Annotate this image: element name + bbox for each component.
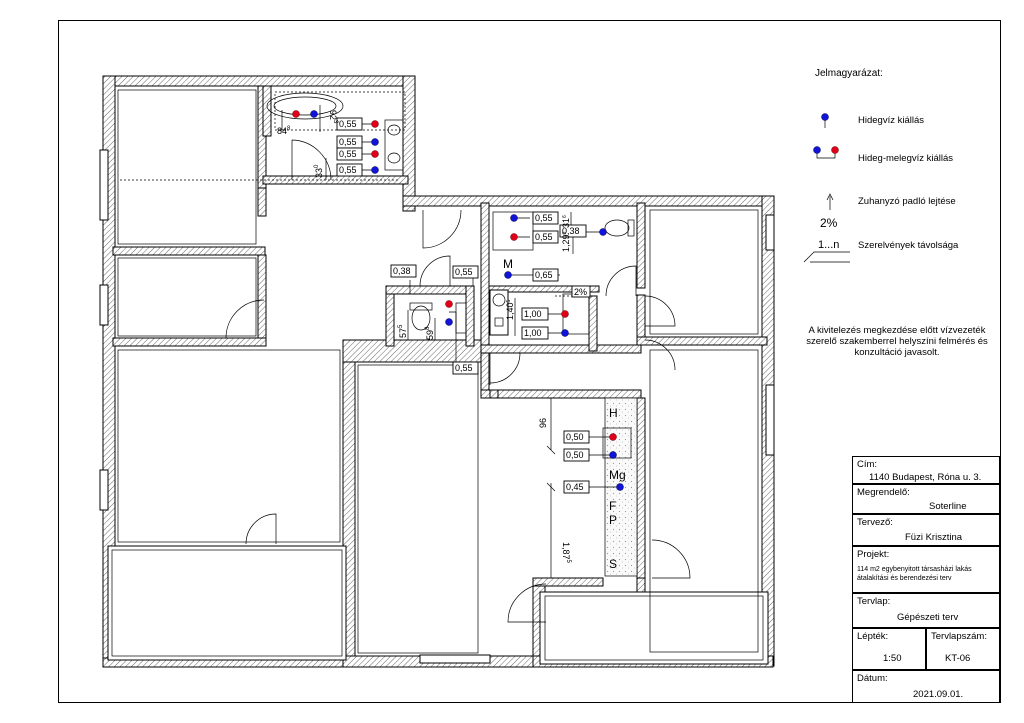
cold-outlet bbox=[445, 318, 453, 326]
kitchen-tag-1: 0,50 bbox=[566, 432, 584, 442]
utility-dim-129: 1,290 bbox=[561, 231, 571, 252]
plan-texts: 0,55 0,55 0,55 0,55 848 923 330 0,38 0,5… bbox=[277, 110, 626, 571]
scale-label: Lépték: bbox=[857, 631, 889, 642]
slope-arrow-icon bbox=[826, 193, 834, 210]
bath-tag-3: 0,55 bbox=[339, 149, 357, 159]
legend-cold-label: Hidegvíz kiállás bbox=[858, 115, 924, 126]
bath-tag-4: 0,55 bbox=[339, 165, 357, 175]
date-label: Dátum: bbox=[857, 673, 888, 684]
kitchen-letter-p: P bbox=[609, 513, 617, 527]
utility-tag-5: 1,00 bbox=[524, 309, 542, 319]
utility-tag-1: 0,55 bbox=[535, 213, 553, 223]
utility-tag-6: 1,00 bbox=[524, 328, 542, 338]
utility-dim-140: 1,405 bbox=[505, 299, 515, 320]
legend-cold-dot bbox=[813, 146, 821, 154]
sheet-number-value: KT-06 bbox=[945, 653, 971, 664]
pipe-outlets bbox=[292, 110, 624, 491]
cold-outlet bbox=[510, 214, 518, 222]
legend-distance-value: 1...n bbox=[818, 239, 840, 251]
utility-tag-2: 0,55 bbox=[535, 232, 553, 242]
date-value: 2021.09.01. bbox=[913, 689, 964, 700]
wc-tag-1: 0,38 bbox=[393, 266, 411, 276]
wc-tag-2: 0,55 bbox=[455, 267, 473, 277]
cold-outlet bbox=[504, 271, 512, 279]
utility-tag-3: 0,38 bbox=[562, 226, 580, 236]
utility-room-letter: M bbox=[503, 257, 513, 271]
address-label: Cím: bbox=[857, 459, 878, 470]
walls bbox=[99, 75, 775, 668]
address-cell: Cím: 1140 Budapest, Róna u. 3. bbox=[852, 456, 1000, 484]
distance-dimension-icon bbox=[803, 251, 850, 263]
kitchen-letter-h: H bbox=[609, 406, 618, 420]
legend-title: Jelmagyarázat: bbox=[815, 68, 883, 79]
fixtures bbox=[266, 91, 638, 577]
hot-outlet bbox=[445, 300, 453, 308]
client-value: Soterline bbox=[929, 501, 967, 512]
wc-dim-57: 575 bbox=[398, 324, 408, 338]
utility-slope: 2% bbox=[574, 287, 587, 297]
hot-outlet bbox=[561, 310, 569, 318]
cold-outlet bbox=[609, 451, 617, 459]
scale-cell: Lépték: 1:50 bbox=[852, 628, 926, 670]
designer-cell: Tervező: Füzi Krisztina bbox=[852, 514, 1000, 546]
cold-outlet bbox=[371, 138, 379, 146]
kitchen-dim-187: 1,875 bbox=[561, 542, 571, 564]
interior-walls bbox=[112, 85, 768, 593]
wc-dim-59: 598 bbox=[425, 326, 435, 340]
legend-hot-dot bbox=[831, 146, 839, 154]
scale-value: 1:50 bbox=[883, 653, 902, 664]
cold-outlet bbox=[371, 166, 379, 174]
date-cell: Dátum: 2021.09.01. bbox=[852, 670, 1000, 703]
doors bbox=[225, 139, 691, 623]
bath-dim-33: 330 bbox=[314, 164, 324, 178]
bath-dim-92: 923 bbox=[328, 110, 338, 124]
sheet-label: Tervlap: bbox=[857, 596, 891, 607]
hot-outlet bbox=[510, 233, 518, 241]
legend-hot-cold-label: Hideg-melegvíz kiállás bbox=[858, 153, 954, 164]
utility-tag-4: 0,65 bbox=[535, 270, 553, 280]
cold-outlet bbox=[616, 483, 624, 491]
hot-outlet bbox=[371, 120, 379, 128]
hot-outlet bbox=[292, 110, 300, 118]
sheet-cell: Tervlap: Gépészeti terv bbox=[852, 593, 1000, 628]
installation-note: A kivitelezés megkezdése előtt vízvezeté… bbox=[806, 325, 988, 358]
designer-value: Füzi Krisztina bbox=[905, 532, 963, 543]
sheet-value: Gépészeti terv bbox=[897, 612, 959, 623]
bath-dim-84: 848 bbox=[277, 126, 291, 136]
legend-symbols bbox=[803, 113, 850, 263]
kitchen-tag-3: 0,45 bbox=[566, 482, 584, 492]
project-value: 114 m2 egybenyitott társasházi lakás áta… bbox=[857, 566, 972, 582]
kitchen-letter-mg: Mg bbox=[609, 468, 626, 482]
title-block: Cím: 1140 Budapest, Róna u. 3. Megrendel… bbox=[852, 456, 1000, 703]
bath-tag-2: 0,55 bbox=[339, 137, 357, 147]
cold-outlet bbox=[599, 228, 607, 236]
drawing-sheet-border bbox=[58, 20, 1001, 703]
project-label: Projekt: bbox=[857, 549, 890, 560]
project-cell: Projekt: 114 m2 egybenyitott társasházi … bbox=[852, 546, 1000, 593]
kitchen-tag-2: 0,50 bbox=[566, 450, 584, 460]
pipe-label-boxes bbox=[336, 117, 591, 494]
legend-distance-label: Szerelvények távolsága bbox=[858, 240, 959, 251]
designer-label: Tervező: bbox=[857, 517, 893, 528]
sheet-number-cell: Tervlapszám: KT-06 bbox=[926, 628, 1000, 670]
kitchen-letter-f: F bbox=[609, 499, 616, 513]
address-value: 1140 Budapest, Róna u. 3. bbox=[869, 472, 982, 483]
client-cell: Megrendelő: Soterline bbox=[852, 484, 1000, 514]
legend-slope-value: 2% bbox=[820, 216, 838, 230]
cold-outlet bbox=[310, 110, 318, 118]
bath-tag-1: 0,55 bbox=[339, 119, 357, 129]
legend-cold-dot bbox=[821, 113, 829, 121]
legend-slope-label: Zuhanyzó padló lejtése bbox=[858, 196, 956, 207]
cold-outlet bbox=[561, 329, 569, 337]
hot-outlet bbox=[371, 150, 379, 158]
utility-dim-31: 316 bbox=[561, 215, 571, 228]
wc-tag-3: 0,55 bbox=[455, 363, 473, 373]
sheet-number-label: Tervlapszám: bbox=[931, 631, 987, 642]
hot-outlet bbox=[609, 433, 617, 441]
kitchen-dim-96: 96 bbox=[538, 418, 548, 428]
kitchen-letter-s: S bbox=[609, 557, 617, 571]
client-label: Megrendelő: bbox=[857, 487, 910, 498]
